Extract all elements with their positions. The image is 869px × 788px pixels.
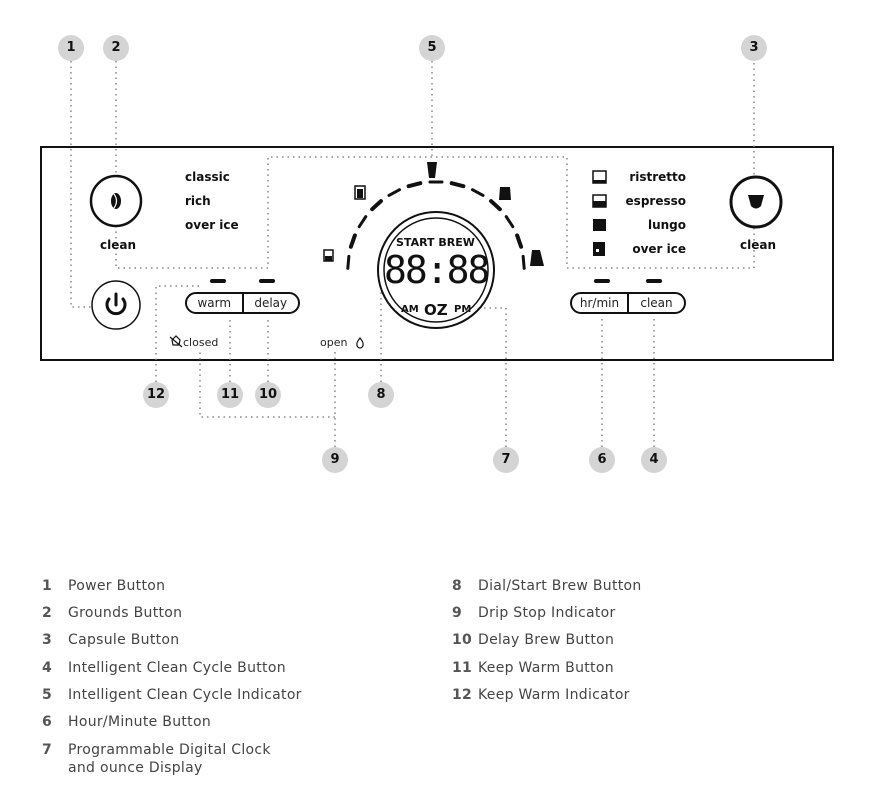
volume-tick [521, 254, 526, 270]
drip-closed-icon [169, 335, 183, 348]
capsule-clean-label: clean [740, 238, 777, 252]
grounds-clean-label: clean [100, 238, 137, 252]
volume-tick [348, 233, 357, 249]
volume-tick [370, 199, 383, 212]
grounds-mode-classic: classic [185, 170, 230, 184]
panel-outline [40, 146, 834, 361]
callout-3: 3 [741, 35, 767, 61]
callout-5: 5 [419, 35, 445, 61]
callout-1: 1 [58, 35, 84, 61]
volume-tick [515, 233, 524, 249]
volume-tick [504, 215, 515, 229]
volume-tick [357, 215, 368, 229]
clean-button[interactable]: clean [627, 294, 684, 312]
size-lungo: lungo [647, 218, 686, 232]
start-brew-label: START BREW [396, 236, 475, 249]
delay-button[interactable]: delay [241, 294, 299, 312]
size-over-ice: over ice [632, 242, 686, 256]
volume-tick [346, 254, 351, 270]
dial-size-icons [323, 162, 544, 266]
volume-tick [387, 188, 402, 197]
callout-8: 8 [368, 382, 394, 408]
drip-open-label: open [320, 336, 348, 349]
callout-4: 4 [641, 447, 667, 473]
callout-6: 6 [589, 447, 615, 473]
size-ristretto: ristretto [629, 170, 686, 184]
warm-delay-buttons: warm delay [185, 292, 300, 314]
grounds-mode-over-ice: over ice [185, 218, 239, 232]
size-espresso: espresso [625, 194, 686, 208]
callout-2: 2 [103, 35, 129, 61]
callout-7: 7 [493, 447, 519, 473]
callout-11: 11 [217, 382, 243, 408]
volume-tick [449, 181, 466, 189]
volume-ticks [346, 180, 526, 270]
power-icon [105, 297, 127, 316]
capsule-icon [748, 195, 764, 209]
hrmin-clean-buttons: hr/min clean [570, 292, 686, 314]
legend-item-7-line2: and ounce Display [68, 760, 203, 776]
leader-lines [70, 61, 755, 447]
grounds-mode-rich: rich [185, 194, 211, 208]
dial-button [377, 211, 495, 329]
callout-10: 10 [255, 382, 281, 408]
pm-label: PM [454, 304, 472, 315]
volume-tick [406, 181, 423, 189]
capsule-size-icons [592, 170, 607, 256]
drip-open-icon [356, 337, 364, 349]
callout-9: 9 [322, 447, 348, 473]
callout-12: 12 [143, 382, 169, 408]
hr-min-button[interactable]: hr/min [579, 296, 620, 310]
drip-closed-label: closed [183, 336, 219, 349]
am-label: AM [401, 304, 419, 315]
volume-tick [470, 188, 485, 197]
warm-button[interactable]: warm [197, 296, 232, 310]
oz-label: OZ [424, 301, 448, 319]
volume-tick [489, 199, 502, 212]
clock-display: 88:88 [384, 248, 490, 292]
